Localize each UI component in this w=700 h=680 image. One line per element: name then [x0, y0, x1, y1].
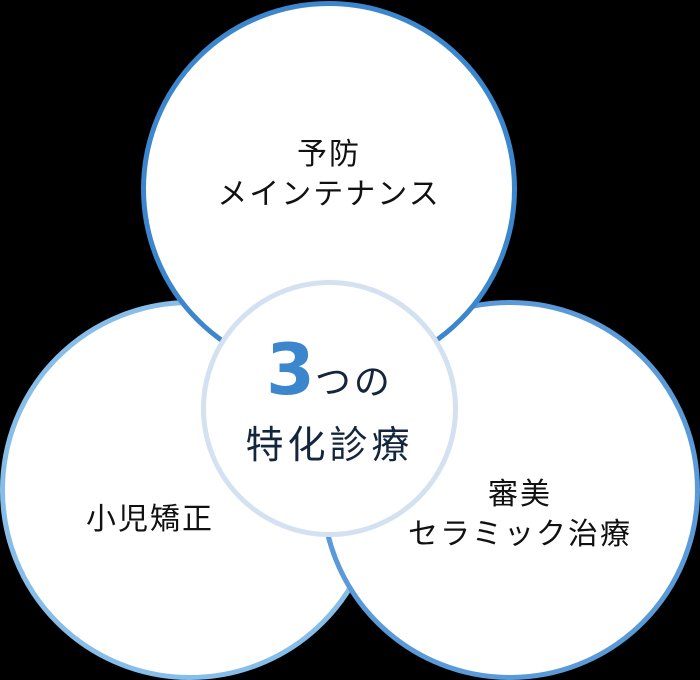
center-number-suffix: つの: [314, 362, 393, 403]
label-pediatric-orthodontics: 小児矯正: [20, 500, 280, 540]
label-line: 小児矯正: [86, 502, 214, 537]
label-line: 審美: [488, 477, 552, 512]
label-cosmetic-ceramic: 審美 セラミック治療: [370, 475, 670, 555]
center-line-2: 特化診療: [245, 423, 414, 467]
label-preventive-maintenance: 予防 メインテナンス: [141, 135, 517, 215]
label-line: セラミック治療: [408, 517, 632, 552]
label-line: メインテナンス: [217, 177, 441, 212]
label-line: 予防: [297, 137, 361, 172]
circle-center-hub: [201, 280, 458, 537]
center-title: 3つの 特化診療: [201, 335, 458, 470]
center-line-1: 3つの: [201, 335, 458, 418]
center-number: 3: [266, 329, 315, 411]
